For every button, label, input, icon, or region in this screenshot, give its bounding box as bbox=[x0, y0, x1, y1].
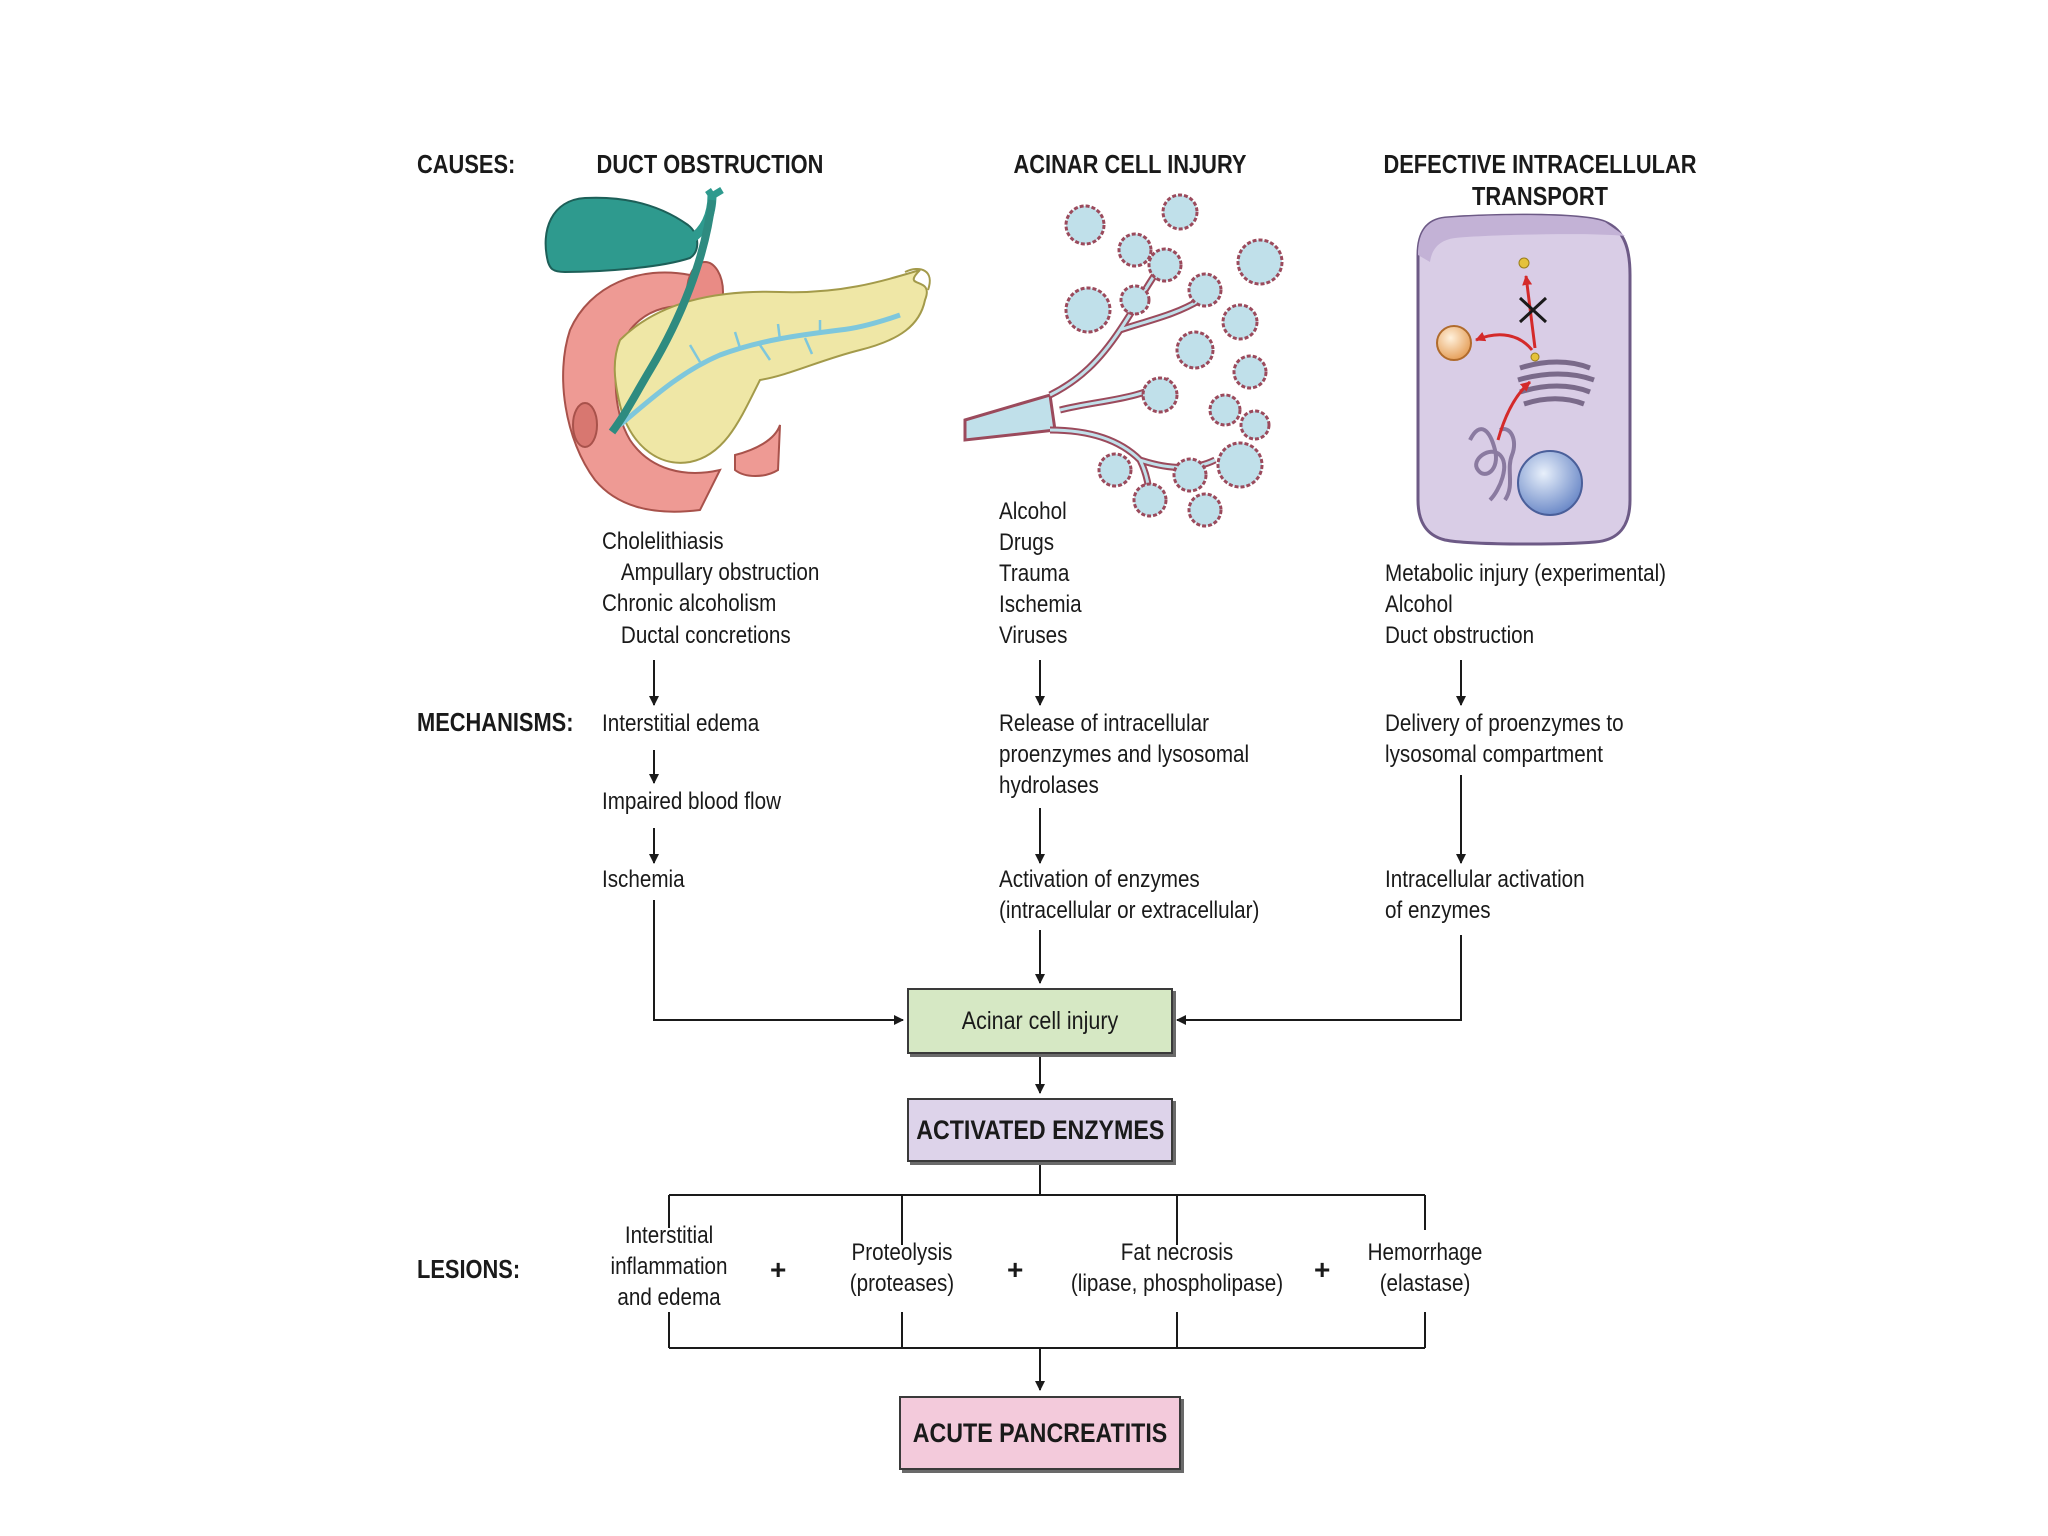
nucleus-shape bbox=[1517, 450, 1583, 516]
gallbladder-shape bbox=[544, 196, 699, 274]
acinus-illustration bbox=[963, 193, 1284, 528]
pancreatic-duct bbox=[618, 312, 901, 427]
mechanism-item: Release of intracellular proenzymes and … bbox=[999, 710, 1250, 799]
cause-item: Metabolic injury (experimental) bbox=[1385, 560, 1667, 587]
mechanism-item: Delivery of proenzymes to lysosomal comp… bbox=[1385, 710, 1624, 768]
causes-label: CAUSES: bbox=[417, 149, 516, 179]
cause-item: Chronic alcoholism bbox=[602, 590, 777, 617]
cause-item: Ampullary obstruction bbox=[620, 559, 820, 586]
cell-illustration bbox=[1416, 213, 1632, 546]
mechanism-item: Intracellular activation of enzymes bbox=[1385, 866, 1585, 924]
blocked-transport-icon bbox=[1518, 296, 1548, 324]
mechanism-item: Ischemia bbox=[602, 866, 685, 893]
column-title-duct-obstruction: DUCT OBSTRUCTION bbox=[596, 149, 824, 179]
cause-item: Viruses bbox=[999, 622, 1068, 649]
mechanism-item: Activation of enzymes (intracellular or … bbox=[999, 866, 1260, 924]
acute-pancreatitis-box: ACUTE PANCREATITIS bbox=[899, 1396, 1181, 1470]
mechanism-item: Impaired blood flow bbox=[602, 788, 781, 815]
activated-enzymes-box: ACTIVATED ENZYMES bbox=[907, 1098, 1173, 1162]
cause-item: Trauma bbox=[999, 560, 1070, 587]
column-title-acinar-cell-injury: ACINAR CELL INJURY bbox=[1013, 149, 1247, 179]
pancreas-shape bbox=[613, 269, 928, 464]
cause-item: Alcohol bbox=[1385, 591, 1453, 618]
activated-enzymes-text: ACTIVATED ENZYMES bbox=[915, 1114, 1165, 1145]
cause-item: Ischemia bbox=[999, 591, 1082, 618]
cause-item: Duct obstruction bbox=[1385, 622, 1535, 649]
column-title-defective-transport: DEFECTIVE INTRACELLULAR TRANSPORT bbox=[1383, 149, 1697, 211]
plus-sign: + bbox=[1007, 1254, 1024, 1285]
lysosome-vesicle bbox=[1436, 325, 1472, 361]
plus-sign: + bbox=[1314, 1254, 1331, 1285]
lesion-hemorrhage: Hemorrhage (elastase) bbox=[1367, 1239, 1483, 1297]
lesion-proteolysis: Proteolysis (proteases) bbox=[849, 1239, 955, 1297]
cause-item: Ductal concretions bbox=[620, 622, 791, 649]
acinar-cell-injury-text: Acinar cell injury bbox=[961, 1006, 1119, 1035]
cause-item: Drugs bbox=[999, 529, 1055, 556]
cause-item: Alcohol bbox=[999, 498, 1067, 525]
cause-item: Cholelithiasis bbox=[602, 528, 724, 555]
lesions-label: LESIONS: bbox=[417, 1254, 521, 1284]
plus-sign: + bbox=[770, 1254, 787, 1285]
mechanisms-label: MECHANISMS: bbox=[417, 707, 574, 737]
acute-pancreatitis-text: ACUTE PANCREATITIS bbox=[912, 1417, 1168, 1448]
acinar-cell-injury-box: Acinar cell injury bbox=[907, 988, 1173, 1054]
lesion-interstitial-inflammation: Interstitial inflammation and edema bbox=[610, 1222, 728, 1311]
connector-lines bbox=[649, 660, 1466, 1391]
pancreas-illustration bbox=[544, 186, 931, 513]
mechanism-item: Interstitial edema bbox=[602, 710, 760, 737]
lesion-fat-necrosis: Fat necrosis (lipase, phospholipase) bbox=[1070, 1239, 1284, 1297]
